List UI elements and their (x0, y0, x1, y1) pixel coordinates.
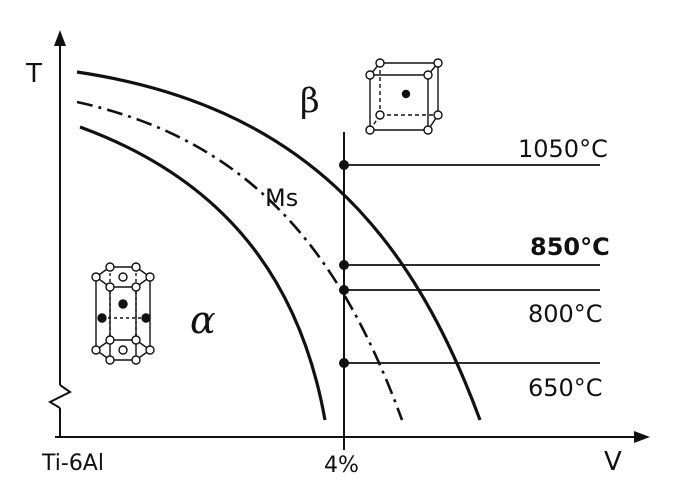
x-axis-arrowhead (634, 431, 650, 443)
hcp-unit-cell-icon (91, 262, 155, 365)
martensite-start-label: Ms (265, 184, 298, 212)
beta-transus-curve (76, 70, 482, 421)
temp-label-1050: 1050°C (518, 135, 608, 163)
x-axis-label: V (604, 447, 622, 477)
intersection-dots (339, 160, 349, 368)
dot-650 (339, 358, 349, 368)
alpha-phase-label: α (190, 298, 216, 342)
temp-label-800: 800°C (528, 300, 603, 328)
y-axis (47, 40, 72, 437)
temp-label-650: 650°C (528, 374, 603, 402)
dot-800 (339, 285, 349, 295)
y-axis-arrowhead (54, 30, 66, 46)
dot-850 (339, 260, 349, 270)
bcc-unit-cell-icon (365, 58, 443, 135)
beta-phase-label: β (300, 81, 320, 121)
temperature-lines (344, 164, 600, 364)
x-marker-label: 4% (324, 453, 359, 478)
temp-label-850: 850°C (530, 233, 610, 261)
martensite-start-curve (76, 100, 404, 421)
dot-1050 (339, 160, 349, 170)
origin-label: Ti-6Al (41, 451, 104, 476)
alpha-boundary-curve (79, 125, 327, 421)
y-axis-label: T (25, 59, 42, 89)
